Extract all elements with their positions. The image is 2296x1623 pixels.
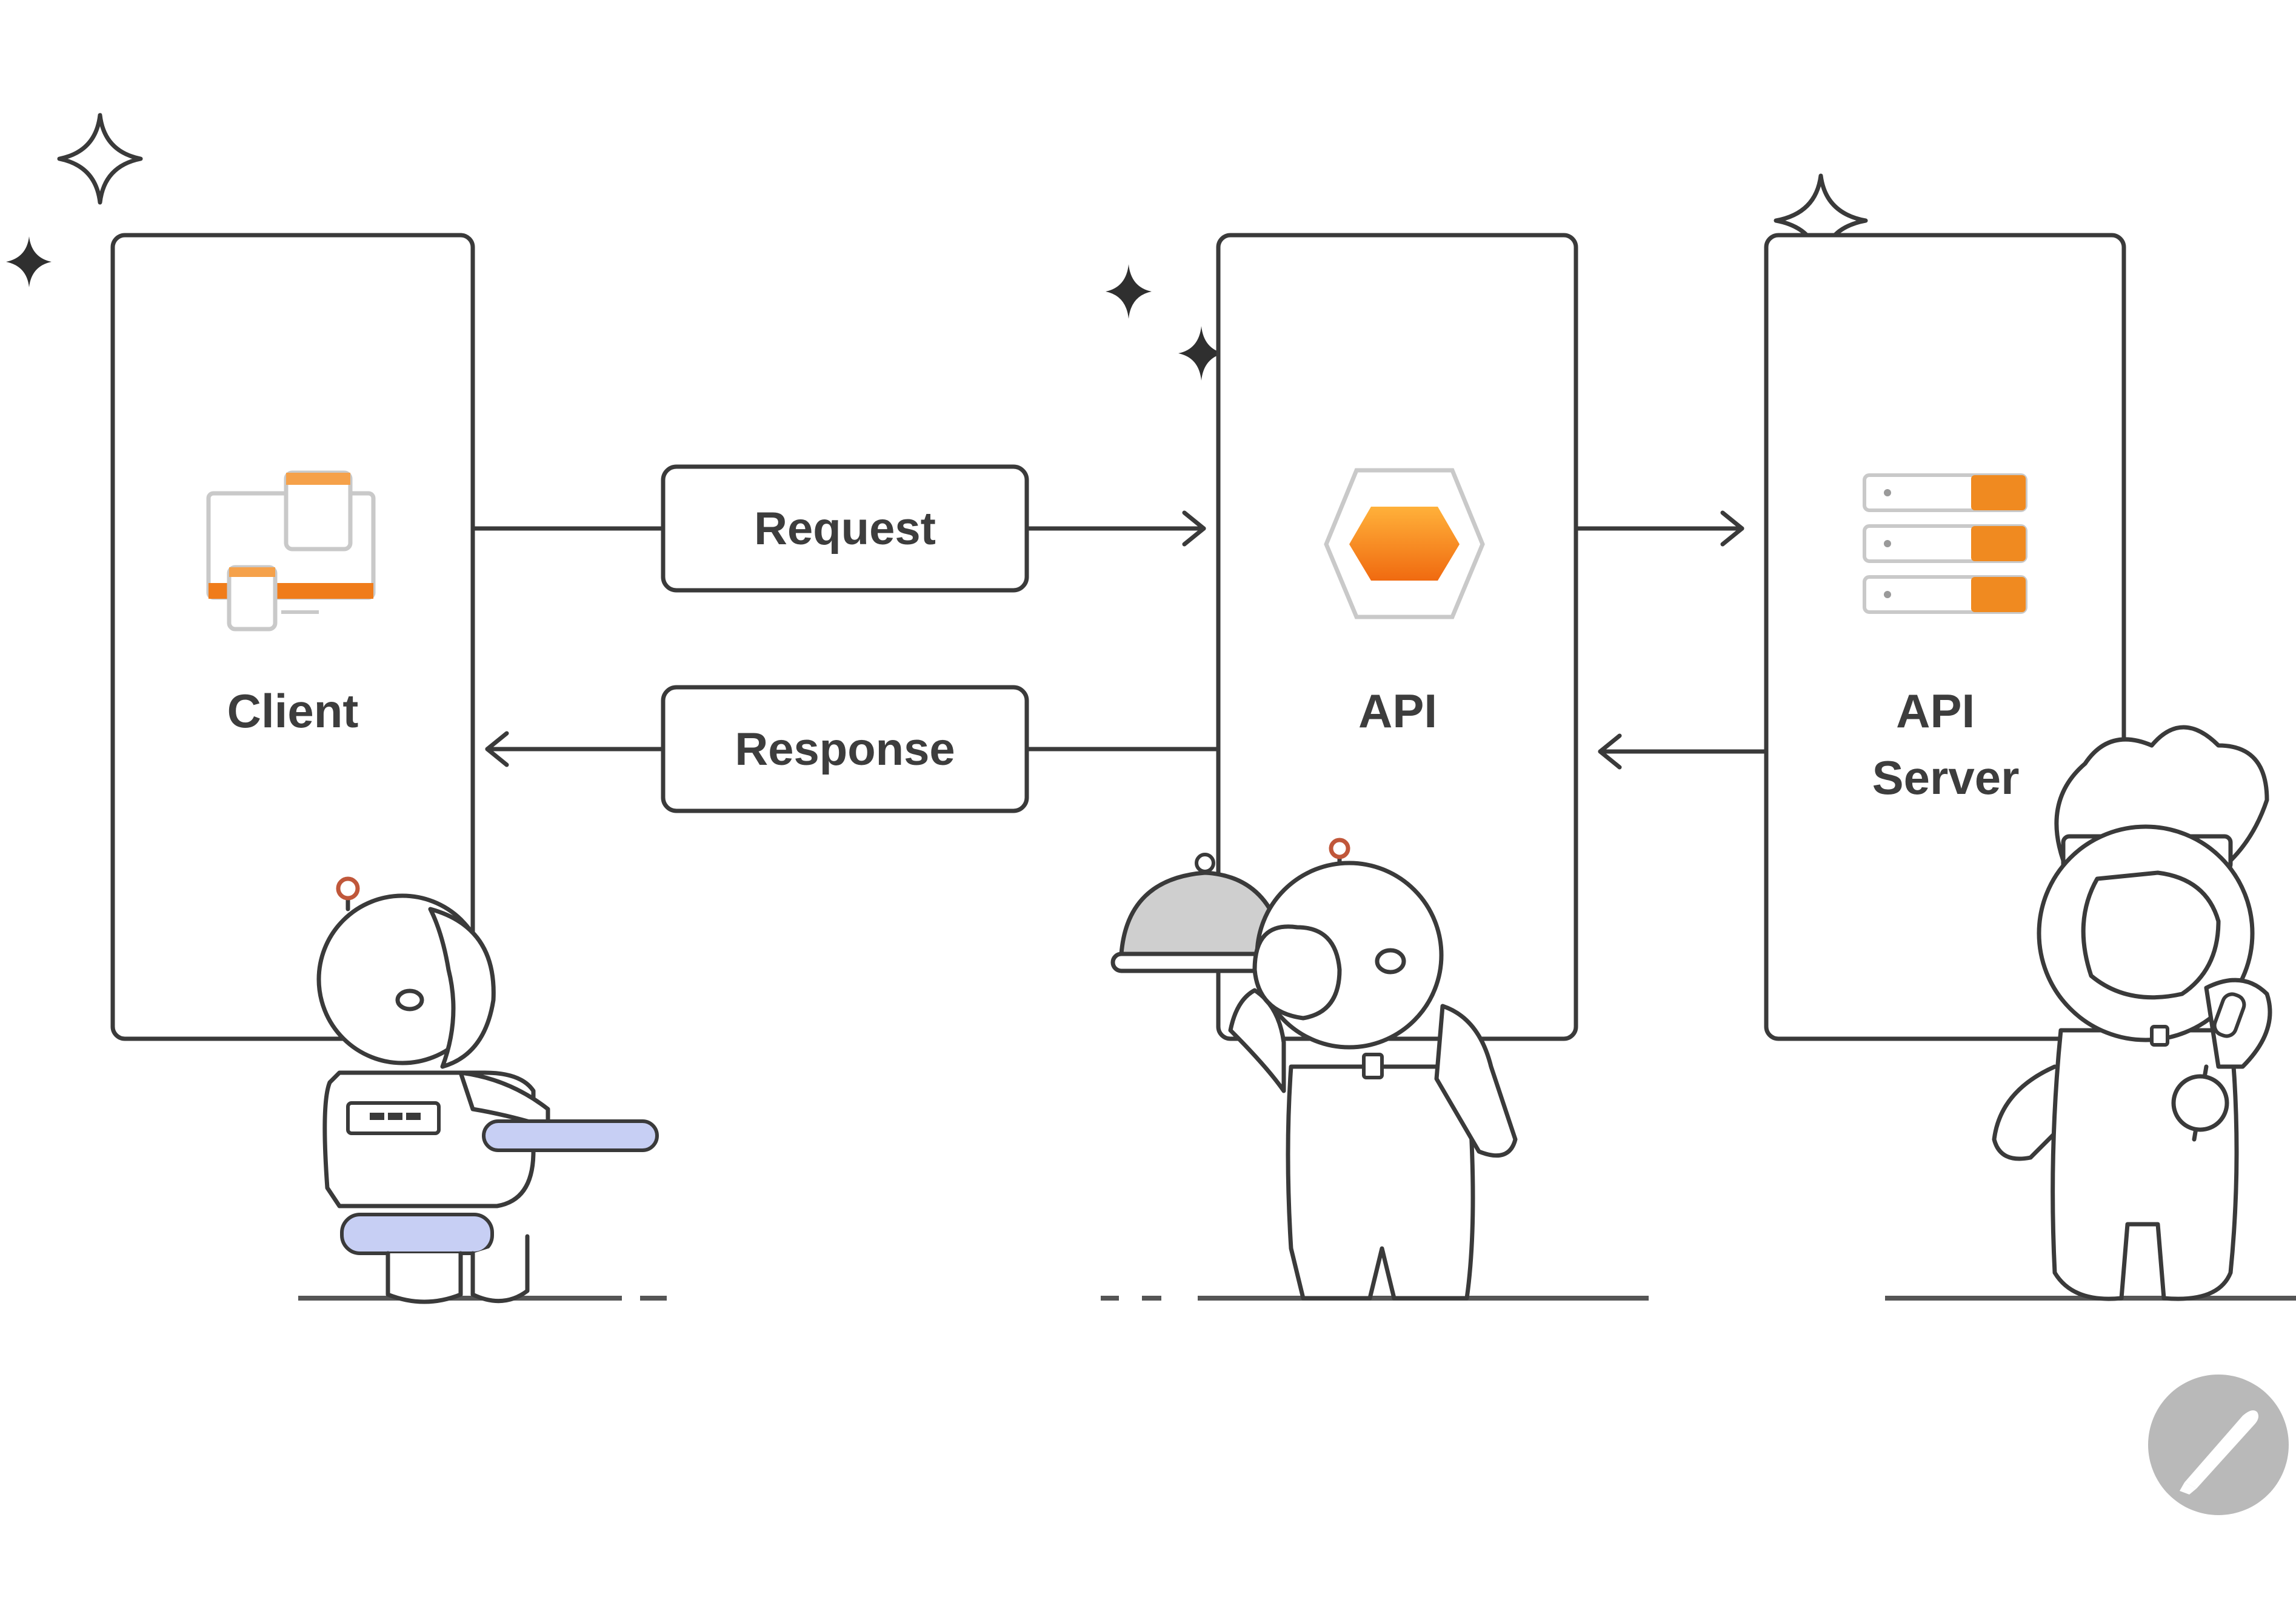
response-pill [661,685,1029,813]
api-server-label-line1: API [1896,684,1975,738]
customer-astronaut-icon [316,876,659,1304]
api-server-label-line2: Server [1872,751,2020,804]
sparkle-icon [6,236,52,287]
response-label: Response [735,724,955,775]
sparkle-icon [57,113,143,205]
server-rack-icon [1863,473,2027,614]
chef-astronaut-icon [1992,725,2272,1301]
devices-icon [206,470,376,632]
request-arrow: Request [470,464,1206,593]
api-label: API [1358,684,1437,738]
hexagon-icon [1324,468,1485,619]
sparkle-icon [1106,264,1152,319]
waiter-astronaut-icon [1110,838,1518,1301]
sparkle-icon [1178,326,1224,381]
response-arrow: Response [485,685,1221,813]
request-pill [661,464,1029,593]
client-box [110,233,475,1041]
api-box [1216,233,1578,1041]
api-server-box [1764,233,2126,1041]
pen-logo-icon [2148,1375,2289,1515]
api-server-label: API Server [1872,684,2020,804]
client-label: Client [227,684,359,738]
request-label: Request [754,503,936,555]
